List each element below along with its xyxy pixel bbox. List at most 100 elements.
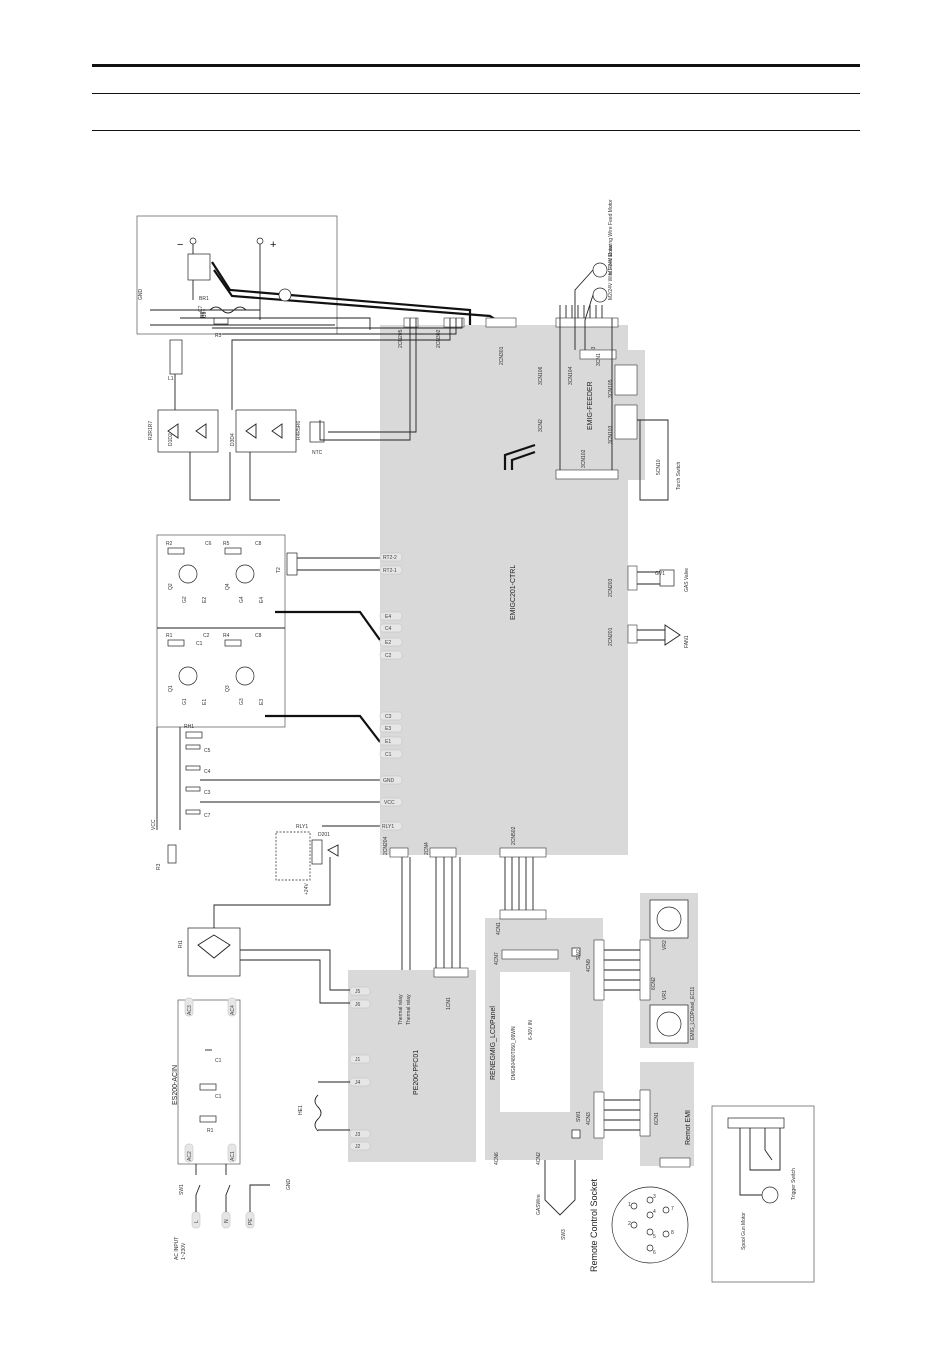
svg-text:Q4: Q4 <box>225 583 231 590</box>
power-section-components: GND L1 R3 R2R1R7 D1D2 D3D4 R4R5R6 NTC C9… <box>138 289 335 501</box>
svg-text:2CN205: 2CN205 <box>398 329 404 348</box>
svg-text:PE200-PFC01: PE200-PFC01 <box>413 1050 420 1095</box>
svg-text:Trigger Switch: Trigger Switch <box>791 1168 797 1200</box>
svg-text:C2: C2 <box>203 633 210 639</box>
svg-text:3CN104: 3CN104 <box>568 366 574 385</box>
output-terminals: − + <box>177 237 276 320</box>
svg-text:3CN106: 3CN106 <box>538 366 544 385</box>
ac-input: AC INPUT 1~230V SW1 L N PE GND <box>174 1164 292 1260</box>
svg-text:3CN103: 3CN103 <box>608 425 614 444</box>
svg-text:D1D2: D1D2 <box>168 433 174 446</box>
svg-text:BR1: BR1 <box>199 296 209 302</box>
svg-text:J6: J6 <box>355 1002 361 1008</box>
svg-text:RH1: RH1 <box>184 724 194 730</box>
svg-text:AC INPUT: AC INPUT <box>174 1237 180 1260</box>
socket-pins: 1 2 3 4 5 6 7 8 <box>628 1194 674 1256</box>
header-rule-middle <box>92 93 860 94</box>
svg-text:C1: C1 <box>385 752 392 758</box>
svg-text:J4: J4 <box>355 1080 361 1086</box>
svg-text:4CN7: 4CN7 <box>494 952 500 965</box>
svg-text:2CN301: 2CN301 <box>499 346 505 365</box>
feeder-board: EMIG-FEEDER 3CN106 3CN104 3CN1 3CN105 3C… <box>503 318 645 480</box>
svg-text:E1: E1 <box>202 699 208 705</box>
svg-text:5CN10: 5CN10 <box>656 459 662 475</box>
ctrl-pins: RT2-2 RT2-1 E4 C4 E2 C2 C3 E3 E1 C1 GND … <box>379 552 403 831</box>
svg-text:Spool Gun Motor: Spool Gun Motor <box>741 1212 747 1250</box>
hall-sensor-he1: BR1 <box>187 253 506 327</box>
svg-text:R2: R2 <box>166 541 173 547</box>
svg-text:+24V: +24V <box>304 883 310 895</box>
svg-text:M1/24V Drawing Wire Feed Motor: M1/24V Drawing Wire Feed Motor <box>608 199 614 275</box>
svg-text:C4: C4 <box>204 769 211 775</box>
svg-text:4CN6: 4CN6 <box>494 1152 500 1165</box>
igbt-section: R2 R5 R1 R4 Q2 Q4 Q1 Q3 G2 G4 G1 G3 E2 E… <box>156 534 381 743</box>
svg-text:Thermal relay: Thermal relay <box>398 994 404 1025</box>
svg-text:4CN1: 4CN1 <box>496 922 502 935</box>
svg-text:GND: GND <box>383 778 395 784</box>
svg-text:RENEGMIG_LCDPanel: RENEGMIG_LCDPanel <box>490 1006 497 1080</box>
svg-text:Remot EMI: Remot EMI <box>685 1110 692 1145</box>
svg-text:C3: C3 <box>204 790 211 796</box>
svg-text:SW2: SW2 <box>576 949 582 960</box>
svg-text:E3: E3 <box>259 699 265 705</box>
svg-text:2: 2 <box>628 1221 631 1227</box>
svg-text:RT1: RT1 <box>200 308 206 318</box>
svg-text:RT2-2: RT2-2 <box>383 555 397 561</box>
svg-text:Q2: Q2 <box>168 583 174 590</box>
svg-text:C9: C9 <box>202 311 208 318</box>
svg-text:6-36V IN: 6-36V IN <box>528 1020 534 1040</box>
svg-text:2CN203: 2CN203 <box>608 578 614 597</box>
svg-text:C8: C8 <box>255 633 262 639</box>
remote-emi-board: Remot EMI 6CN1 <box>604 1062 694 1168</box>
svg-text:E3: E3 <box>385 726 391 732</box>
svg-text:PE: PE <box>248 1218 254 1225</box>
svg-text:6: 6 <box>653 1250 656 1256</box>
svg-text:RLY1: RLY1 <box>382 824 394 830</box>
transformer-rt1: RT1 <box>180 306 371 330</box>
svg-text:R3: R3 <box>156 863 162 870</box>
svg-text:C7: C7 <box>198 305 204 312</box>
svg-text:8: 8 <box>671 1230 674 1236</box>
svg-text:1~230V: 1~230V <box>181 1242 187 1260</box>
svg-text:R1: R1 <box>166 633 173 639</box>
svg-text:C2: C2 <box>385 653 392 659</box>
svg-text:C1: C1 <box>215 1094 222 1100</box>
svg-text:C3: C3 <box>385 714 392 720</box>
torch-switch-sw3: 5CN10 Torch Switch <box>637 419 682 501</box>
svg-text:D201: D201 <box>318 832 330 838</box>
output-positive-label: + <box>270 239 276 251</box>
svg-text:EMIG_LCDPanel_EC11: EMIG_LCDPanel_EC11 <box>690 987 696 1040</box>
svg-text:3: 3 <box>653 1194 656 1200</box>
svg-text:C7: C7 <box>204 813 211 819</box>
svg-text:R3: R3 <box>215 333 222 339</box>
header-rule-top <box>92 64 860 67</box>
svg-text:R4: R4 <box>223 633 230 639</box>
svg-text:2CN502: 2CN502 <box>511 826 517 845</box>
svg-text:E4: E4 <box>259 597 265 603</box>
relay-rly1: RLY1 D201 +24V <box>275 824 380 895</box>
svg-text:J5: J5 <box>355 989 361 995</box>
svg-text:RLY1: RLY1 <box>296 824 308 830</box>
svg-text:R2R1R7: R2R1R7 <box>148 421 154 440</box>
svg-text:2CN201: 2CN201 <box>608 627 614 646</box>
power-to-ctrl-wires <box>212 305 603 441</box>
svg-text:4CN3: 4CN3 <box>586 1112 592 1125</box>
svg-text:6CN2: 6CN2 <box>651 977 657 990</box>
svg-text:L: L <box>194 1220 200 1223</box>
svg-text:4CN9: 4CN9 <box>586 959 592 972</box>
svg-text:HE1: HE1 <box>298 1105 304 1115</box>
svg-text:RT2-1: RT2-1 <box>383 568 397 574</box>
remote-control-socket: Remote Control Socket 1 2 3 4 5 6 7 8 <box>589 1178 689 1272</box>
feed-motors: M1/24V Drawing Wire Feed Motor M2/24V Wi… <box>574 199 614 350</box>
svg-text:C1: C1 <box>196 641 203 647</box>
svg-text:GV1: GV1 <box>655 571 665 577</box>
svg-text:RT1: RT1 <box>201 308 207 318</box>
svg-text:Torch Switch: Torch Switch <box>676 461 682 490</box>
svg-text:VR2: VR2 <box>662 940 668 950</box>
dc-bus-capacitors: RH1 C5 C4 C3 C7 VCC R3 <box>151 724 380 870</box>
header-rule-bottom <box>92 130 860 131</box>
svg-text:3CN102: 3CN102 <box>581 449 587 468</box>
svg-text:GND: GND <box>138 289 144 301</box>
svg-text:E2: E2 <box>385 640 391 646</box>
svg-text:EMIGC201-CTRL: EMIGC201-CTRL <box>510 565 517 620</box>
